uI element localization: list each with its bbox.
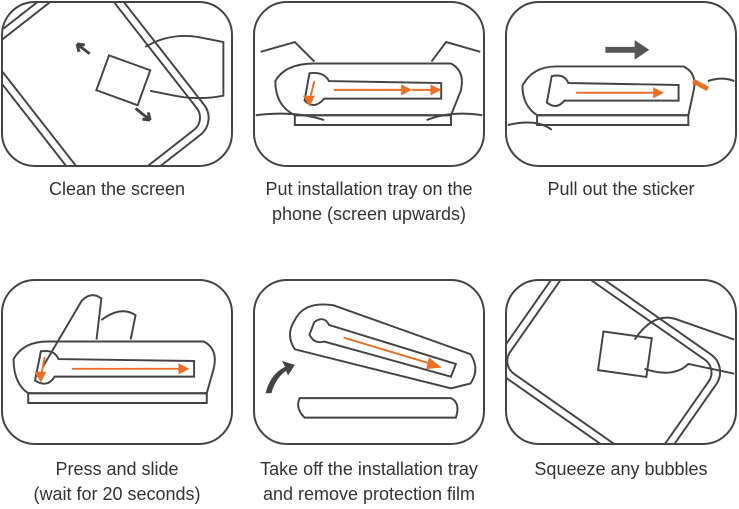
step-5-remove-tray-illustration	[253, 279, 485, 445]
step-2-tray-on-phone-illustration	[253, 1, 485, 167]
step-6-squeeze-bubbles-illustration	[505, 279, 737, 445]
step-2-caption-line2: phone (screen upwards)	[271, 204, 467, 224]
step-2-caption: Put installation tray on the phone (scre…	[244, 177, 494, 227]
step-4-caption-line2: (wait for 20 seconds)	[33, 484, 201, 504]
step-4-caption-line1: Press and slide	[55, 459, 179, 479]
step-5-caption: Take off the installation tray and remov…	[244, 457, 494, 507]
step-6-caption: Squeeze any bubbles	[496, 457, 739, 482]
step-3-caption-line1: Pull out the sticker	[547, 179, 695, 199]
step-1-clean-screen-illustration	[1, 1, 233, 167]
step-3-caption: Pull out the sticker	[496, 177, 739, 202]
step-4-caption: Press and slide (wait for 20 seconds)	[0, 457, 242, 507]
step-6-caption-line1: Squeeze any bubbles	[534, 459, 708, 479]
step-2-caption-line1: Put installation tray on the	[265, 179, 473, 199]
step-4-press-slide-illustration	[1, 279, 233, 445]
step-1-caption-line1: Clean the screen	[48, 179, 186, 199]
step-1-caption: Clean the screen	[0, 177, 242, 202]
step-5-caption-line2: and remove protection film	[262, 484, 476, 504]
step-3-pull-sticker-illustration	[505, 1, 737, 167]
step-5-caption-line1: Take off the installation tray	[260, 459, 478, 479]
